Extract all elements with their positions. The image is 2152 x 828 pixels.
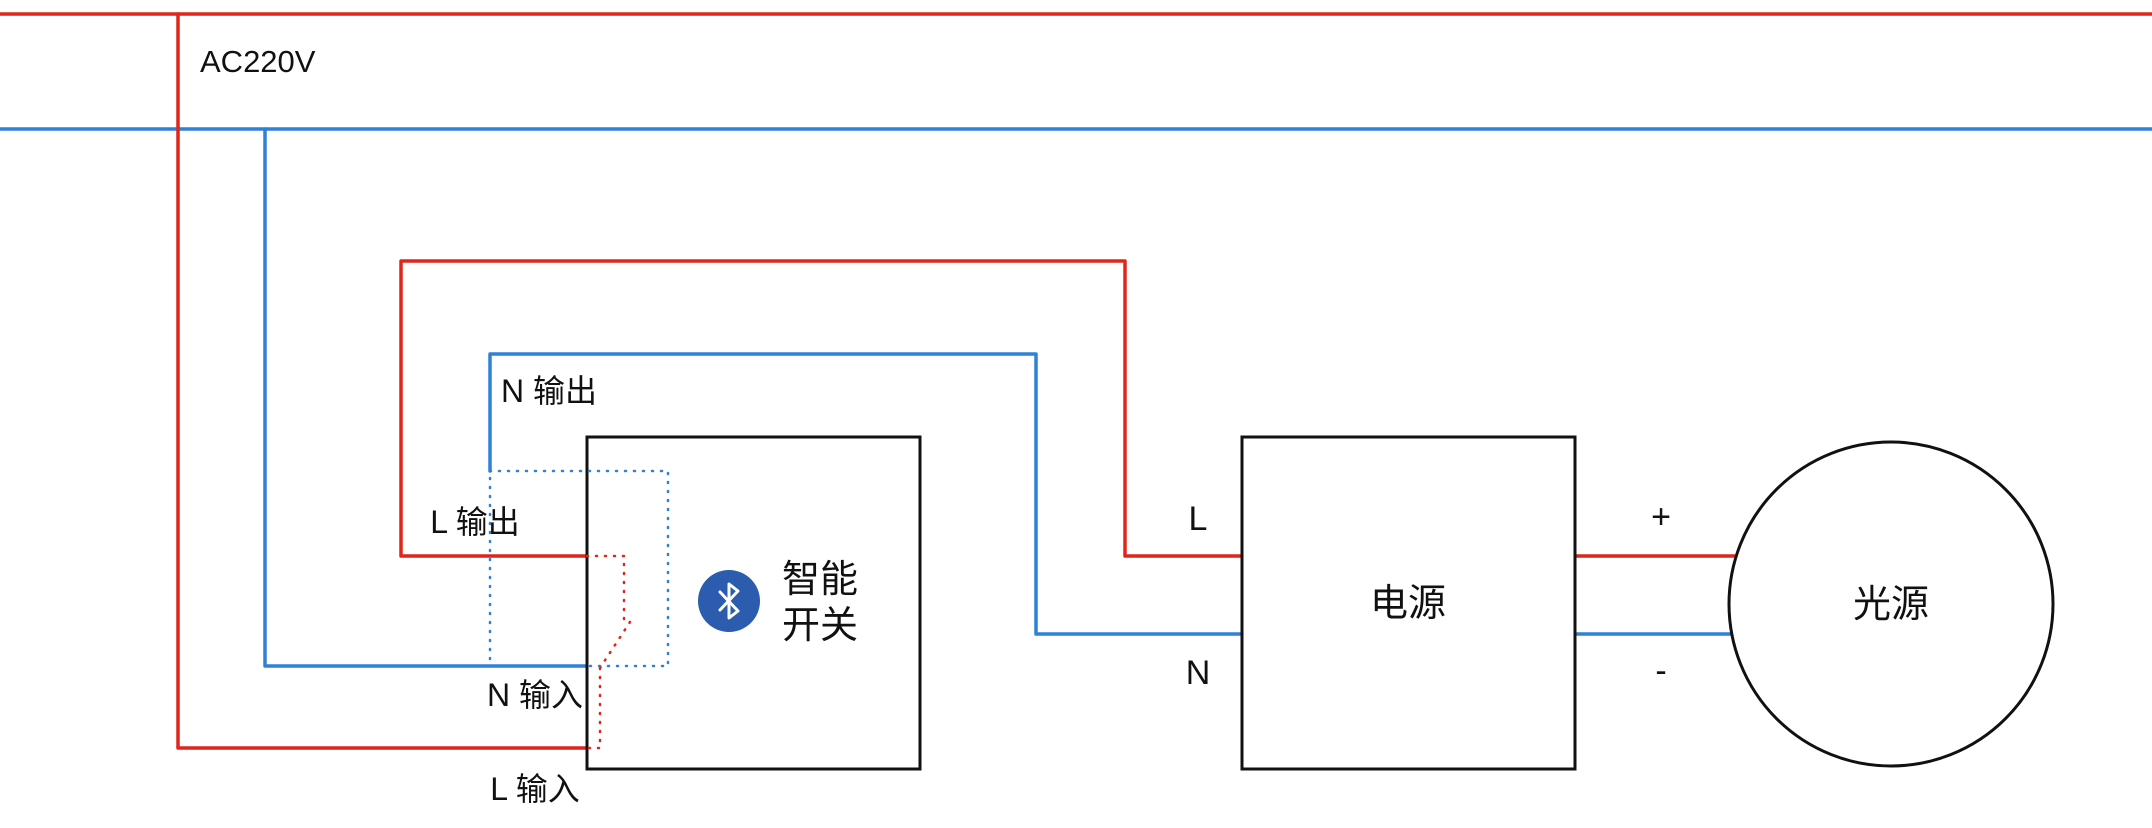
live-input-wire: [176, 12, 589, 750]
neutral-output-label: N 输出: [501, 373, 597, 409]
ac-voltage-label: AC220V: [200, 44, 316, 79]
power-supply-label: 电源: [1370, 583, 1446, 625]
power-supply-box: [1240, 435, 1577, 771]
smart-switch-name-line2: 开关: [782, 605, 858, 647]
neutral-output-wire: [488, 352, 1244, 636]
smart-switch-name-line1: 智能: [782, 559, 858, 601]
light-source-circle: [1727, 440, 2055, 768]
light-source-label: 光源: [1853, 584, 1929, 626]
relay-contact-dashed: [585, 554, 632, 750]
live-output-wire: [399, 259, 1244, 558]
bluetooth-glyph-icon: [718, 582, 740, 620]
positive-terminal-label: +: [1651, 498, 1671, 536]
negative-terminal-label: -: [1655, 652, 1666, 690]
neutral-input-wire: [263, 127, 589, 668]
power-live-terminal-label: L: [1189, 500, 1208, 538]
live-output-label: L 输出: [430, 504, 520, 540]
power-neutral-terminal-label: N: [1186, 654, 1211, 692]
neutral-passthrough-dashed: [488, 469, 670, 668]
live-input-label: L 输入: [490, 771, 580, 807]
neutral-input-label: N 输入: [487, 677, 583, 713]
